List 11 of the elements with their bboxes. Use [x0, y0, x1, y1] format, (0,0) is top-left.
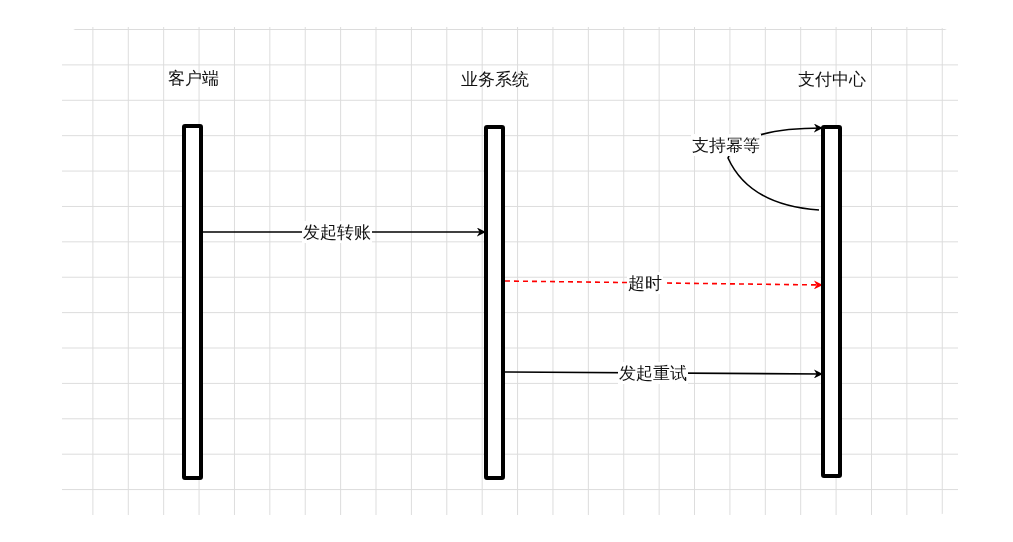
arrow — [504, 369, 823, 379]
lifeline-label: 支付中心 — [797, 68, 867, 91]
arrow — [504, 280, 823, 290]
edge-label: 发起重试 — [618, 362, 688, 384]
lifeline-label: 业务系统 — [460, 68, 530, 91]
edge-label: 超时 — [627, 272, 663, 294]
lifeline-label: 客户端 — [166, 67, 220, 90]
edge-label: 发起转账 — [302, 221, 372, 243]
arrow — [202, 227, 486, 237]
arrow — [727, 123, 823, 211]
edge-label: 支持幂等 — [691, 134, 761, 156]
